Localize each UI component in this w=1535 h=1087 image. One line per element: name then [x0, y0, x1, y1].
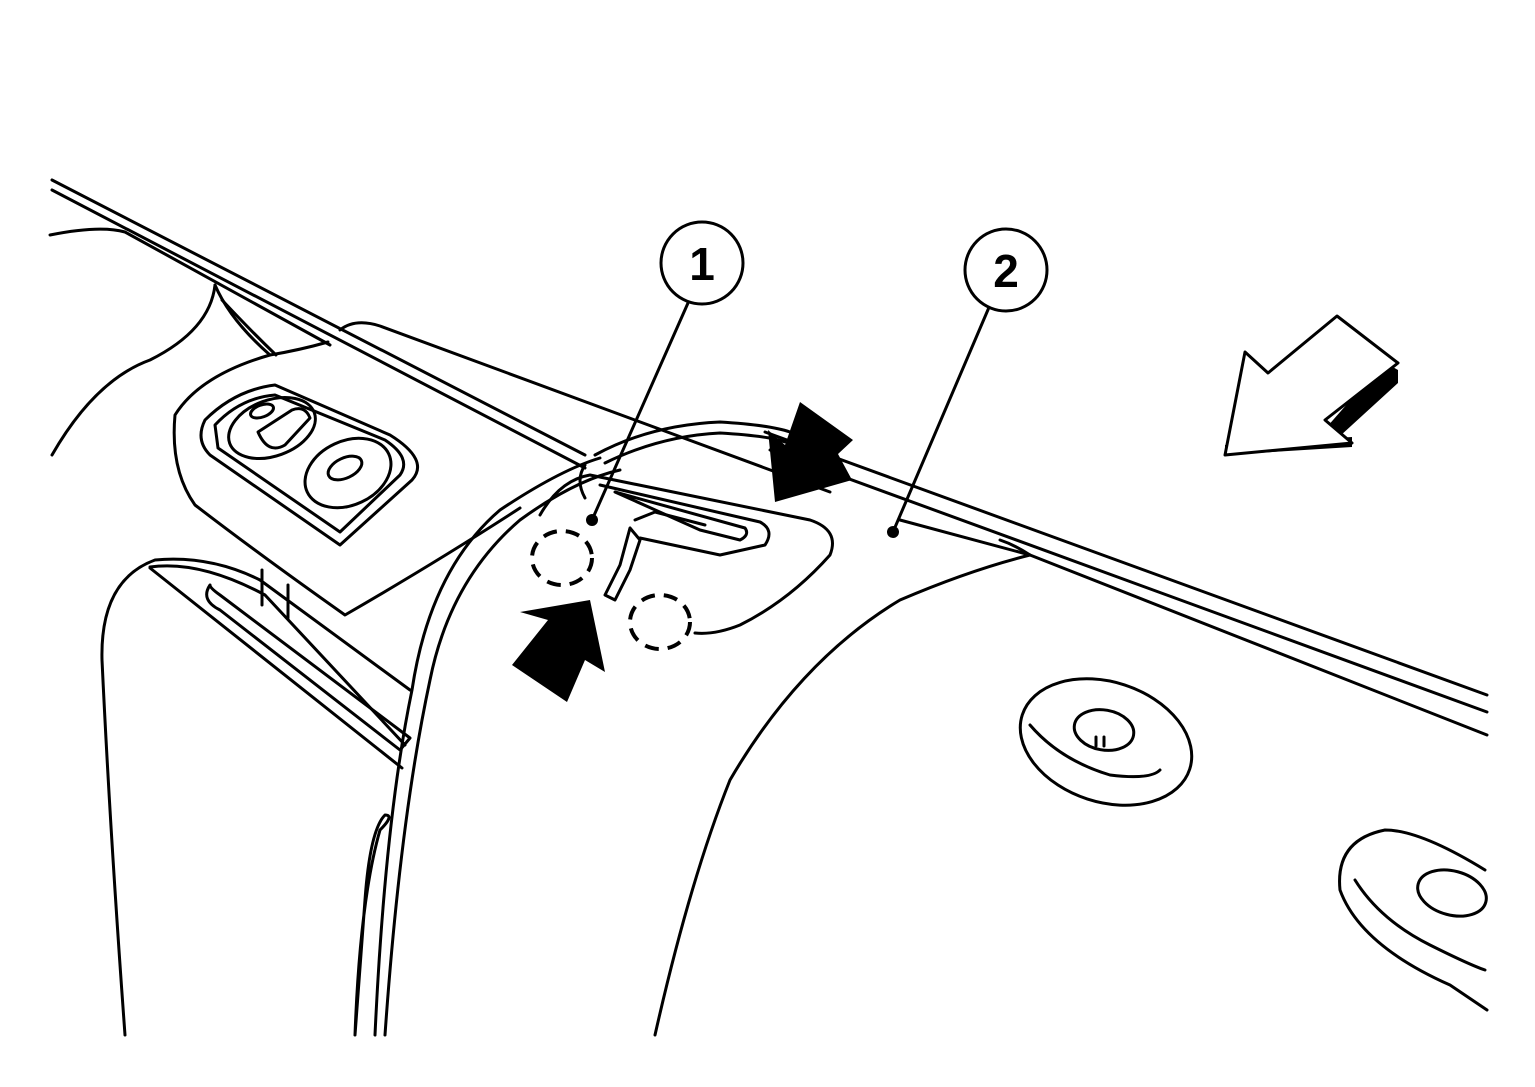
leader-2-dot: [887, 526, 899, 538]
switch-panel: [50, 283, 522, 617]
clip-location-a-icon: [530, 529, 594, 587]
callout-1-label: 1: [689, 238, 715, 290]
right-panel: [653, 538, 1489, 1037]
leader-lines: [586, 301, 992, 538]
press-arrow-up-icon: [512, 600, 605, 702]
clip-location-b-icon: [628, 593, 692, 651]
lower-left-panel: [100, 557, 412, 1037]
callout-1: 1: [659, 220, 745, 306]
view-direction-arrow-icon: [1223, 314, 1400, 457]
callout-2: 2: [963, 227, 1049, 313]
press-direction-arrow-icon: [512, 402, 853, 702]
callout-2-label: 2: [993, 245, 1019, 297]
press-arrow-down-icon: [768, 402, 853, 502]
leader-1-dot: [586, 514, 598, 526]
trim-panel-edge: [353, 420, 792, 1037]
clip-bracket: [530, 463, 834, 651]
